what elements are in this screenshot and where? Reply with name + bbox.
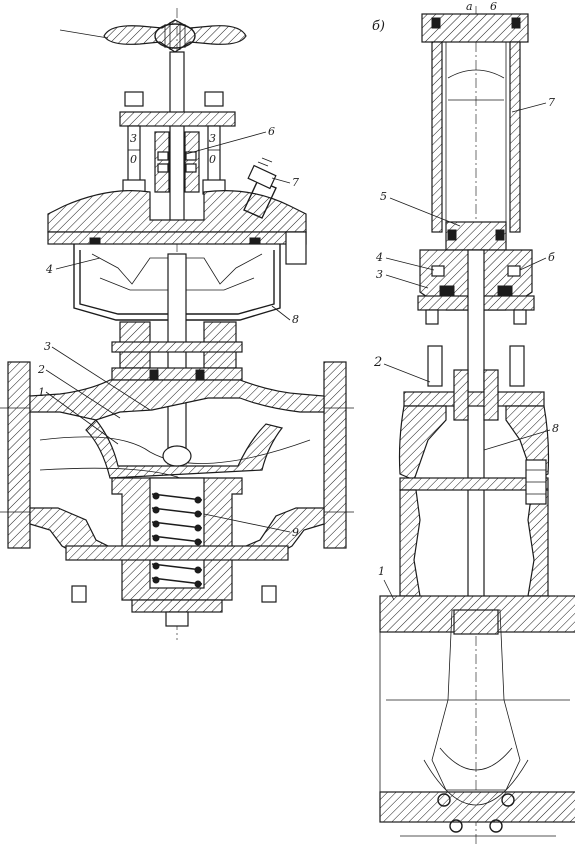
right-label-6: 6 — [490, 0, 497, 13]
yoke-plate — [119, 111, 236, 127]
lower-stem — [167, 253, 187, 465]
handwheel — [103, 19, 247, 53]
nut-mark-1: 3 — [130, 132, 137, 145]
right-label-7: 7 — [548, 96, 555, 109]
left-label-2: 2 — [37, 363, 45, 376]
left-label-8: 8 — [292, 313, 299, 326]
right-label-a: а — [466, 0, 473, 13]
subfigure-label-b: б) — [372, 19, 385, 34]
left-valve-drawing: 3 0 3 0 — [0, 8, 354, 640]
right-label-5: 5 — [380, 190, 387, 203]
right-label-3: 3 — [376, 268, 383, 281]
nut-mark-4: 0 — [209, 153, 216, 166]
upper-stem — [169, 51, 185, 239]
left-label-7: 7 — [292, 176, 299, 189]
left-label-3: 3 — [44, 340, 51, 353]
spring-housing — [65, 477, 289, 627]
gland-packing — [154, 131, 200, 193]
left-callouts: 1 2 3 4 6 7 8 9 — [37, 29, 299, 539]
rod — [467, 249, 485, 631]
left-label-6: 6 — [268, 125, 275, 138]
right-callouts: б) а 6 7 5 4 3 б 2 8 1 — [372, 0, 559, 601]
gate-bonnet — [398, 345, 550, 597]
right-label-4: 4 — [375, 251, 383, 264]
left-label-9: 9 — [292, 526, 299, 539]
nut-mark-2: 0 — [130, 153, 137, 166]
right-label-b: б — [548, 251, 555, 264]
right-label-1: 1 — [378, 565, 385, 578]
right-label-8: 8 — [552, 422, 559, 435]
gate-body — [379, 595, 575, 837]
lubricator-fitting — [243, 157, 277, 219]
left-label-4: 4 — [45, 263, 53, 276]
valve-body — [0, 361, 354, 557]
handwheel-leader — [59, 29, 109, 39]
left-label-1: 1 — [38, 386, 45, 399]
nut-mark-3: 3 — [209, 132, 216, 145]
bonnet — [47, 190, 307, 233]
right-valve-drawing — [379, 6, 575, 845]
right-label-2: 2 — [373, 355, 382, 370]
